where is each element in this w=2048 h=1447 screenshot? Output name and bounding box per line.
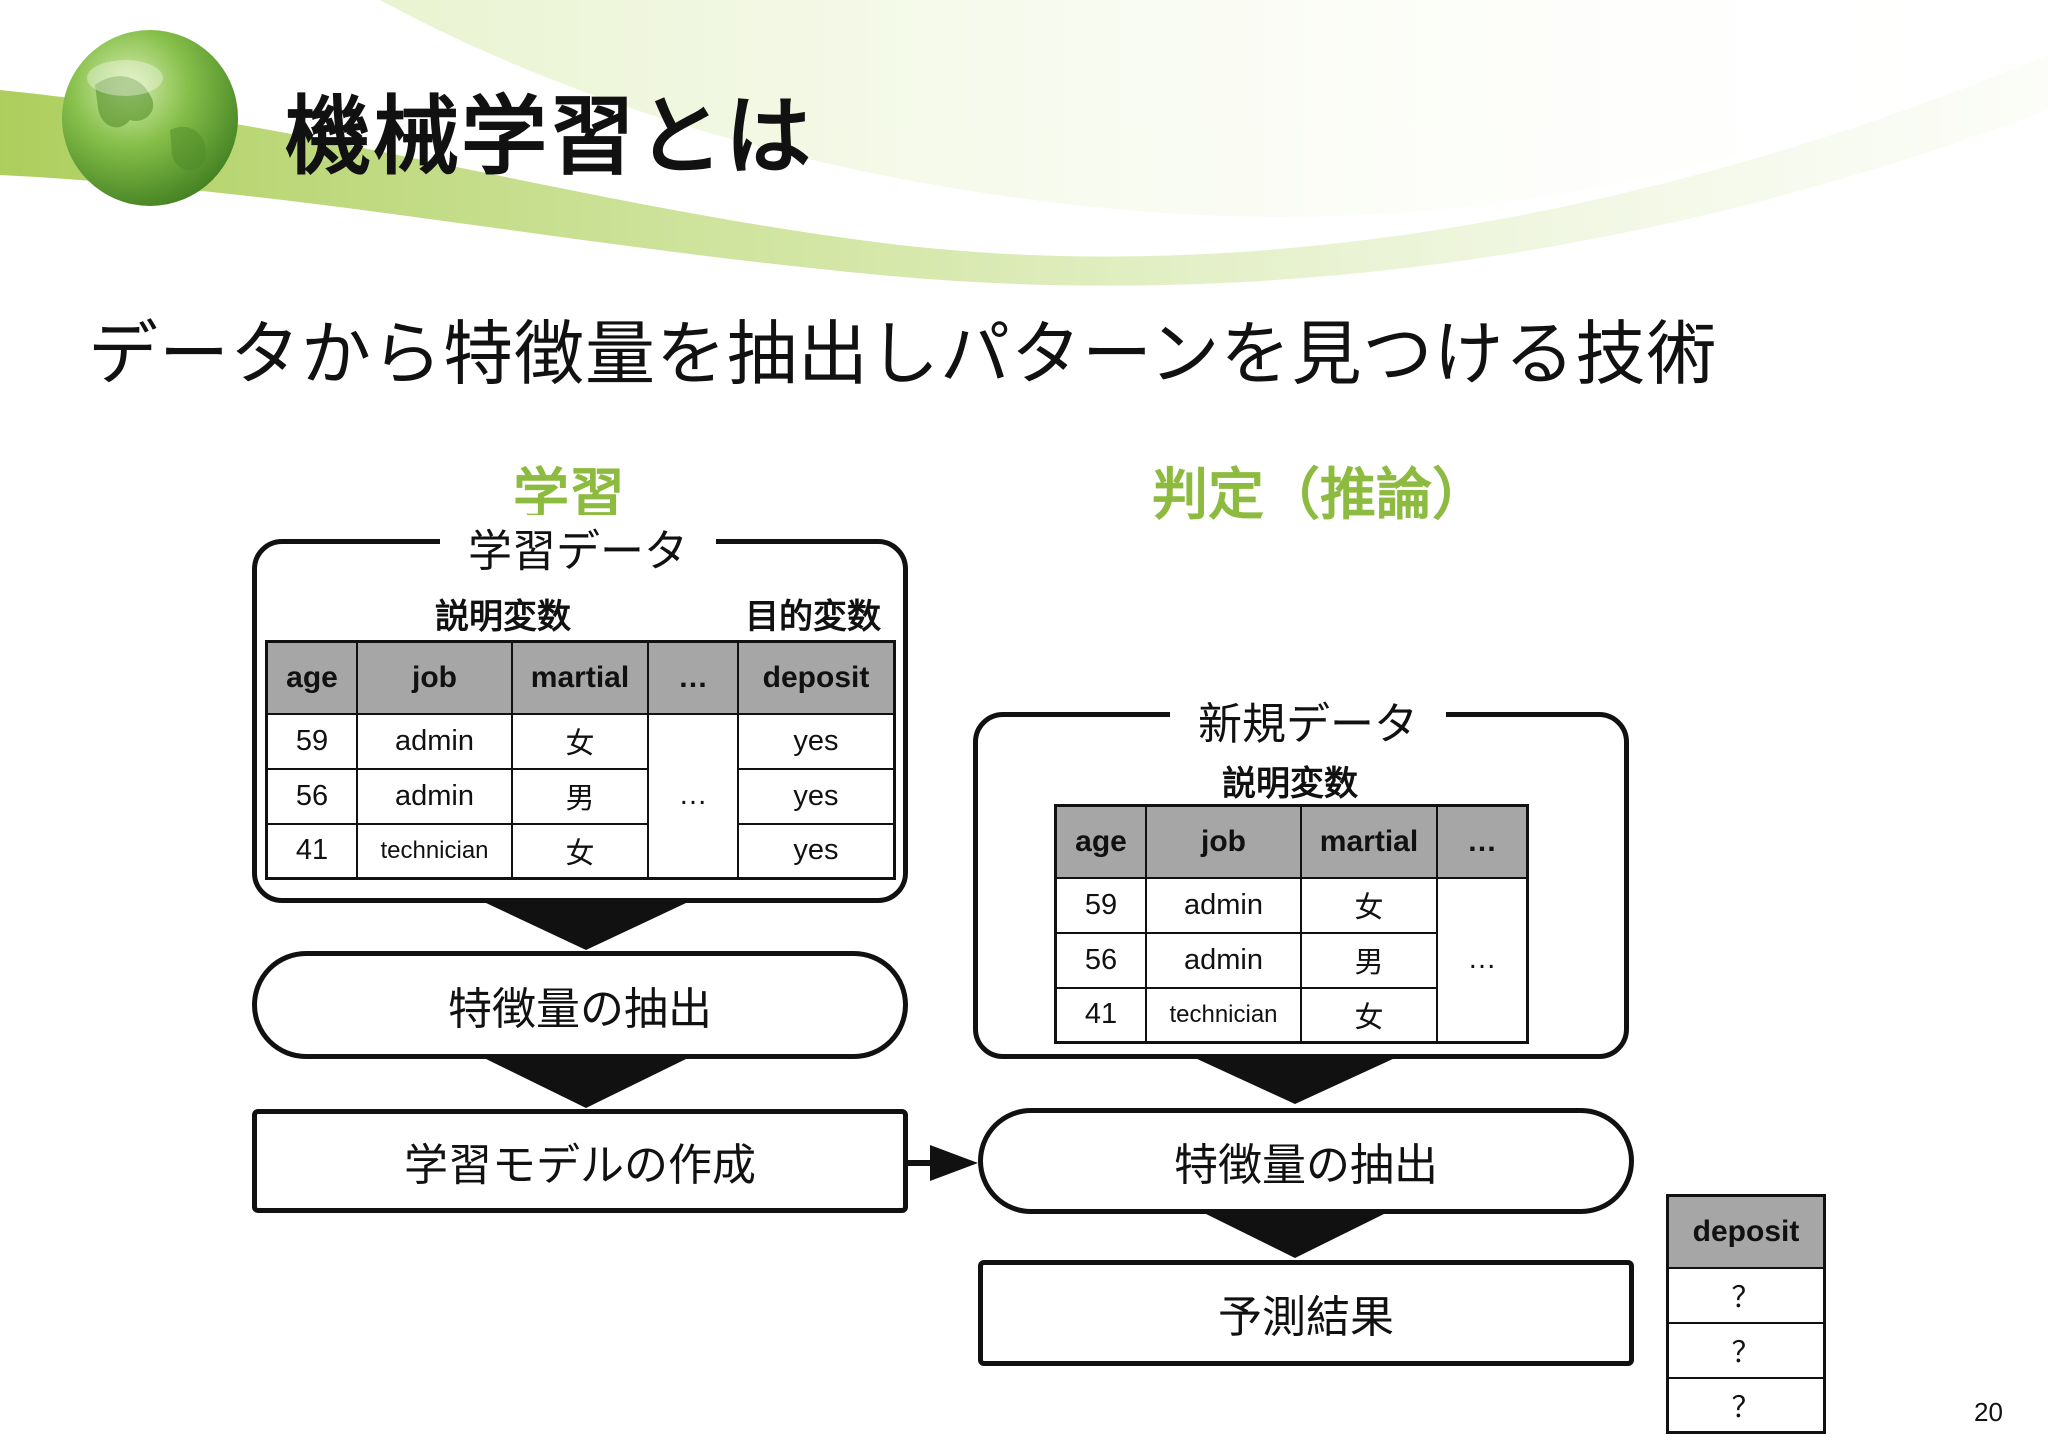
feature-extraction-step: 特徴量の抽出 [252,951,908,1059]
cell-deposit: yes [737,822,896,880]
cell-job: admin [1145,931,1302,989]
cell-age: 56 [1054,931,1147,989]
cell-deposit: ？ [1666,1321,1826,1379]
table-row: ？ [1666,1321,1826,1379]
explanatory-variables-label: 説明変数 [435,597,571,637]
table-row: 59 admin 女 … [1054,876,1529,1044]
new-data-title: 新規データ [1170,688,1446,752]
inference-heading: 判定（推論） [1152,463,1488,528]
column-header-martial: martial [511,640,649,715]
column-header-ellipsis: … [1436,804,1529,879]
cell-ellipsis: … [647,712,739,880]
cell-job: admin [356,767,513,825]
prediction-result-label: 予測結果 [1218,1292,1394,1343]
slide-title: 機械学習とは [285,87,813,187]
cell-martial: 男 [1300,931,1438,989]
column-header-ellipsis: … [647,640,739,715]
explanatory-variables-label: 説明変数 [1222,764,1358,804]
down-arrow [1195,1058,1395,1104]
cell-job: admin [356,712,513,770]
training-data-table: age job martial … deposit 59 admin 女 … y… [265,640,896,880]
inference-feature-extraction-step: 特徴量の抽出 [978,1108,1634,1214]
slide-subtitle: データから特徴量を抽出しパターンを見つける技術 [88,313,1718,395]
cell-age: 41 [1054,986,1147,1044]
cell-martial: 男 [511,767,649,825]
column-header-job: job [1145,804,1302,879]
new-data-table: age job martial … 59 admin 女 … 56 admin … [1054,804,1529,1044]
table-row: ？ [1666,1376,1826,1434]
table-row: 56 admin 男 yes [265,767,896,825]
column-header-deposit: deposit [737,640,896,715]
cell-age: 56 [265,767,358,825]
cell-deposit: ？ [1666,1376,1826,1434]
column-header-age: age [265,640,358,715]
model-creation-label: 学習モデルの作成 [404,1140,756,1191]
table-row: 41 technician 女 [1054,986,1528,1044]
column-header-job: job [356,640,513,715]
target-variable-label: 目的変数 [745,597,881,637]
cell-martial: 女 [511,822,649,880]
cell-job: admin [1145,876,1302,934]
training-data-title: 学習データ [440,515,716,579]
column-header-martial: martial [1300,804,1438,879]
model-creation-step: 学習モデルの作成 [252,1109,908,1213]
feature-extraction-label: 特徴量の抽出 [448,984,712,1035]
cell-deposit: ？ [1666,1266,1826,1324]
cell-job: technician [356,822,513,880]
down-arrow [486,903,686,950]
table-row: 56 admin 男 [1054,931,1528,989]
cell-job: technician [1145,986,1302,1044]
cell-age: 59 [1054,876,1147,934]
column-header-deposit: deposit [1666,1194,1826,1269]
table-header-row: age job martial … deposit [265,640,896,715]
cell-martial: 女 [511,712,649,770]
column-header-age: age [1054,804,1147,879]
cell-martial: 女 [1300,876,1438,934]
cell-deposit: yes [737,767,896,825]
prediction-result-table: deposit ？ ？ ？ [1666,1194,1826,1434]
down-arrow [486,1059,686,1108]
page-number: 20 [1974,1397,2003,1427]
green-swoosh [0,55,2048,286]
table-row: 59 admin 女 … yes [265,712,896,880]
table-row: 41 technician 女 yes [265,822,896,880]
right-arrow-head [930,1145,978,1181]
cell-age: 41 [265,822,358,880]
cell-age: 59 [265,712,358,770]
down-arrow [1200,1211,1390,1258]
prediction-result-step: 予測結果 [978,1260,1634,1366]
table-header-row: age job martial … [1054,804,1529,879]
inference-feature-extraction-label: 特徴量の抽出 [1174,1140,1438,1191]
table-row: ？ [1666,1266,1826,1324]
cell-martial: 女 [1300,986,1438,1044]
cell-ellipsis: … [1436,876,1529,1044]
table-header-row: deposit [1666,1194,1826,1269]
cell-deposit: yes [737,712,896,770]
